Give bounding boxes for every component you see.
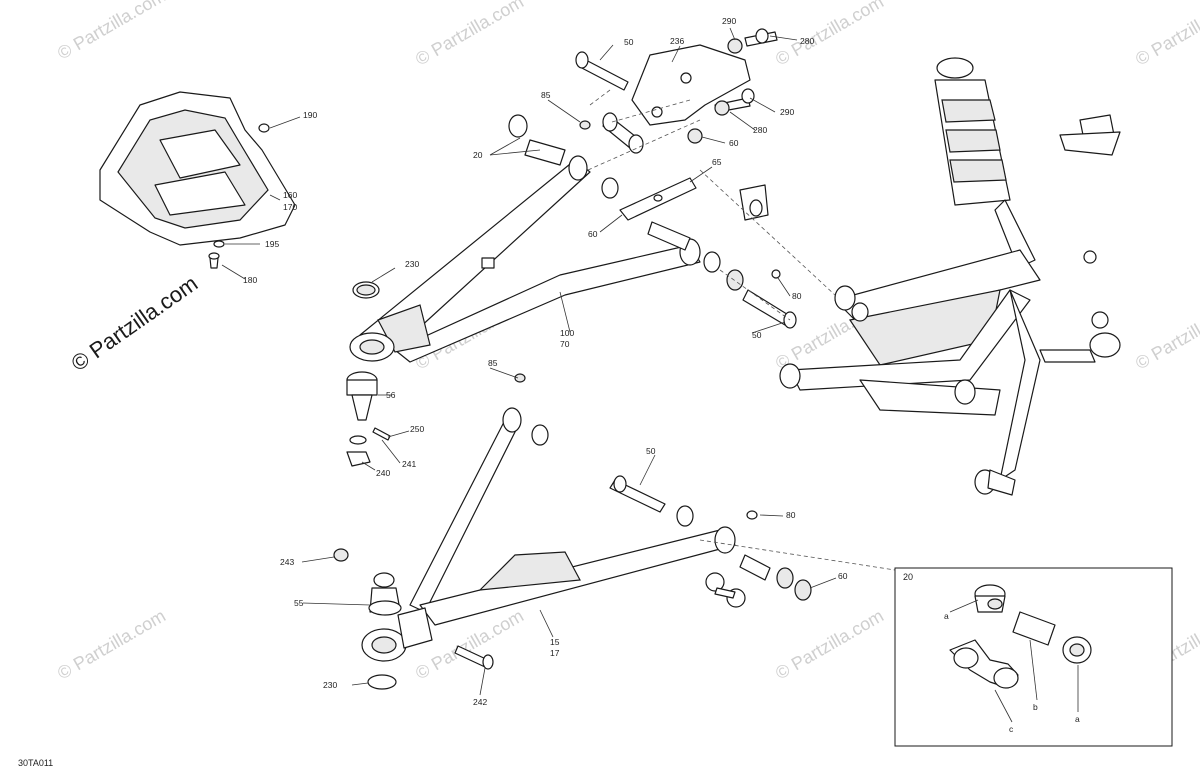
callout-60: 60: [838, 571, 848, 581]
inset-letter: a: [1075, 714, 1080, 724]
callout-240: 240: [376, 468, 390, 478]
inset-letter: a: [944, 611, 949, 621]
callout-85: 85: [488, 358, 498, 368]
detail-inset: 20 a a b c: [894, 567, 1173, 747]
inset-letter: b: [1033, 702, 1038, 712]
callout-65: 65: [712, 157, 722, 167]
lower-arm-hardware: [333, 373, 812, 690]
skid-plate: [99, 91, 296, 269]
callout-280: 280: [800, 36, 814, 46]
callout-290: 290: [780, 107, 794, 117]
lower-a-arm: [361, 407, 736, 662]
inset-title: 20: [903, 572, 913, 582]
callout-50: 50: [752, 330, 762, 340]
callouts: 50 236 290 280 85 20 280 290 60 190 65 1…: [243, 16, 848, 707]
diagram-code: 30TA011: [18, 758, 53, 768]
callout-280: 280: [753, 125, 767, 135]
callout-55: 55: [294, 598, 304, 608]
leader-lines: [221, 27, 837, 696]
callout-170: 170: [283, 202, 297, 212]
callout-15: 15: [550, 637, 560, 647]
watermark: © Partzilla.com: [1132, 295, 1200, 373]
callout-60: 60: [729, 138, 739, 148]
watermark: © Partzilla.com: [772, 605, 887, 683]
watermark: © Partzilla.com: [54, 0, 169, 63]
callout-56: 56: [386, 390, 396, 400]
callout-243: 243: [280, 557, 294, 567]
callout-100: 100: [560, 328, 574, 338]
upper-arm-hardware: [508, 28, 797, 329]
callout-50: 50: [646, 446, 656, 456]
callout-290: 290: [722, 16, 736, 26]
watermark: © Partzilla.com: [54, 605, 169, 683]
callout-85: 85: [541, 90, 551, 100]
callout-180: 180: [243, 275, 257, 285]
callout-230: 230: [405, 259, 419, 269]
inset-letter: c: [1009, 724, 1014, 734]
callout-250: 250: [410, 424, 424, 434]
watermark: © Partzilla.com: [772, 0, 887, 69]
callout-80: 80: [792, 291, 802, 301]
callout-17: 17: [550, 648, 560, 658]
callout-70: 70: [560, 339, 570, 349]
assembly-lines: [587, 89, 896, 571]
callout-50: 50: [624, 37, 634, 47]
callout-236: 236: [670, 36, 684, 46]
shock-absorber: [934, 57, 1036, 269]
callout-160: 160: [283, 190, 297, 200]
callout-20: 20: [473, 150, 483, 160]
callout-195: 195: [265, 239, 279, 249]
upper-a-arm: [349, 155, 721, 363]
watermark-main: © Partzilla.com: [67, 271, 203, 377]
watermark: © Partzilla.com: [412, 0, 527, 69]
upper-ball-joint: [346, 371, 391, 467]
callout-242: 242: [473, 697, 487, 707]
callout-230: 230: [323, 680, 337, 690]
callout-190: 190: [303, 110, 317, 120]
watermark: © Partzilla.com: [1132, 0, 1200, 69]
callout-241: 241: [402, 459, 416, 469]
callout-60: 60: [588, 229, 598, 239]
callout-80: 80: [786, 510, 796, 520]
assembled-suspension: [779, 114, 1121, 496]
